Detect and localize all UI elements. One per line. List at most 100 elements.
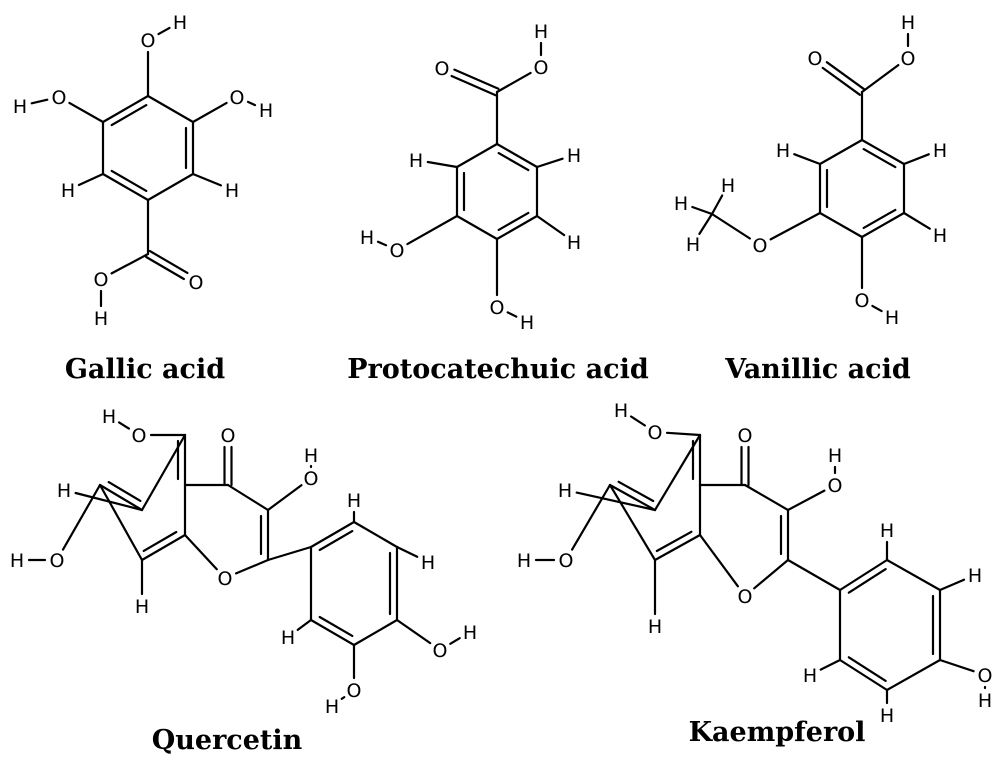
bond-cc-od-a <box>145 255 185 281</box>
atom-hydrogen-hs: H <box>534 21 548 43</box>
atom-hydrogen-h5: H <box>102 406 116 428</box>
bond-b1-b2-inner <box>847 567 887 594</box>
atom-oxygen-od: O <box>435 58 450 80</box>
bond-cc-od-a <box>453 68 500 90</box>
bond-c3-o3 <box>406 214 459 246</box>
atom-hydrogen-h3: H <box>828 445 842 467</box>
atom-oxygen-o7: O <box>559 550 574 572</box>
bond-c7-o7 <box>61 483 102 551</box>
bond-cc-od-b <box>148 249 189 274</box>
atom-hydrogen-hb2: H <box>880 520 894 542</box>
bond-c6-c7 <box>608 483 657 512</box>
name-label-kaempferol: Kaempferol <box>689 717 866 748</box>
atom-oxygen-o4: O <box>855 290 870 312</box>
bond-b5-b6-inner <box>318 615 354 638</box>
bond-o5-h5 <box>30 98 49 105</box>
bond-c4-c3 <box>743 483 790 512</box>
name-label-quercetin: Quercetin <box>152 725 303 756</box>
atom-oxygen-os: O <box>901 48 916 70</box>
bond-cc-od-a <box>825 61 866 91</box>
bond-cm-hm2 <box>710 194 724 216</box>
atom-hydrogen-h5: H <box>614 400 628 422</box>
bond-c3-c4 <box>146 94 195 124</box>
bond-c6-h6 <box>575 491 657 512</box>
bond-c4-c5 <box>860 211 906 239</box>
atom-oxygen-o3: O <box>230 87 245 109</box>
bond-c2-h2 <box>426 160 459 169</box>
atom-hydrogen-h7: H <box>517 550 531 572</box>
bond-b3-hb3 <box>395 545 419 558</box>
bond-c3-c4 <box>818 211 864 239</box>
bond-ob4-hob4 <box>449 637 461 645</box>
bond-c6-h6 <box>77 172 105 187</box>
atom-hydrogen-hb6: H <box>281 627 295 649</box>
atom-oxygen-o5: O <box>52 87 67 109</box>
atom-hydrogen-h3: H <box>259 100 273 122</box>
bond-c7-c8 <box>98 483 144 562</box>
bond-c2-o1 <box>753 558 790 590</box>
bond-c3-o3 <box>266 484 303 512</box>
bond-c4-c5-inner <box>862 208 897 229</box>
bond-o3-h3 <box>246 100 257 107</box>
atom-hydrogen-h5: H <box>933 225 947 247</box>
bond-o4-h4 <box>871 304 883 313</box>
bond-c5-o5 <box>68 101 105 124</box>
atom-hydrogen-h6: H <box>933 140 947 162</box>
atom-oxygen-o7: O <box>50 550 65 572</box>
bond-c4-c5 <box>495 214 539 241</box>
atom-hydrogen-hm2: H <box>721 175 735 197</box>
bond-b4-ob4 <box>938 658 975 673</box>
bond-o5-h5 <box>629 415 647 427</box>
bond-c3-o3 <box>786 489 826 512</box>
bond-c6-c7-inner <box>617 480 655 503</box>
bond-c4-c5-inner <box>110 103 148 127</box>
atom-hydrogen-hb3: H <box>968 565 982 587</box>
atom-hydrogen-hob4: H <box>978 690 992 712</box>
bond-b4-b5 <box>352 618 399 647</box>
atom-hydrogen-h8: H <box>648 616 662 638</box>
atom-hydrogen-h2: H <box>225 180 239 202</box>
atom-oxygen-od: O <box>808 48 823 70</box>
bond-c6-c1 <box>860 138 906 166</box>
bond-c6-c1-inner <box>497 152 530 172</box>
atom-hydrogen-h7: H <box>10 550 24 572</box>
bond-c8-c8a <box>653 533 702 562</box>
name-label-protocatechuic-acid: Protocatechuic acid <box>347 354 649 385</box>
bond-o5-h5 <box>117 421 130 430</box>
bond-cc-od-b <box>821 66 862 96</box>
bond-cc-os <box>860 63 900 94</box>
atom-hydrogen-hs: H <box>901 12 915 34</box>
bond-b6-hb6 <box>819 658 842 671</box>
atom-hydrogen-h5: H <box>567 232 581 254</box>
bond-c6-c1 <box>101 172 150 202</box>
atom-hydrogen-h2: H <box>776 140 790 162</box>
bond-c4-c5 <box>101 94 150 124</box>
atom-oxygen-o1: O <box>218 568 233 590</box>
atom-hydrogen-h6: H <box>558 480 572 502</box>
bond-c7-o7 <box>570 483 612 551</box>
bond-c1-c2 <box>146 172 195 202</box>
atom-oxygen-o5: O <box>132 425 147 447</box>
atom-oxygen-os: O <box>94 269 109 291</box>
atom-hydrogen-h6: H <box>57 480 71 502</box>
bond-b6-hb6 <box>296 618 313 632</box>
bond-c2-h2 <box>793 153 822 166</box>
atom-oxygen-o4: O <box>221 425 236 447</box>
bond-c2-b1 <box>786 558 842 592</box>
bond-c2-b1 <box>266 545 313 562</box>
bond-o4-h4 <box>157 26 171 36</box>
bond-c6-c7 <box>98 483 144 512</box>
atom-hydrogen-h5: H <box>13 96 27 118</box>
bond-b5-b6 <box>309 618 356 647</box>
bond-c7-c8 <box>608 483 657 562</box>
bond-cm-hm1 <box>691 205 714 216</box>
bond-c6-c1-inner <box>110 169 148 192</box>
atom-oxygen-ob5: O <box>347 680 362 702</box>
atom-hydrogen-hs: H <box>94 308 108 330</box>
bond-c1-c2 <box>455 142 499 169</box>
bond-c5-c6 <box>140 433 187 512</box>
